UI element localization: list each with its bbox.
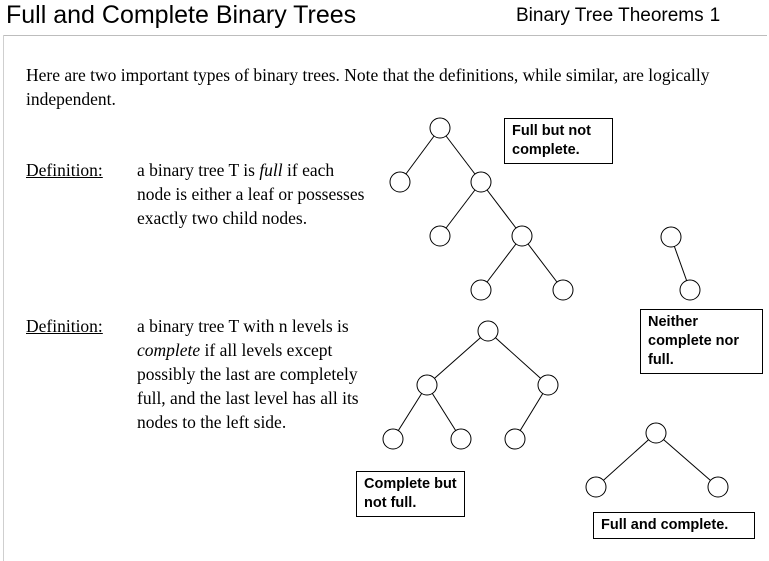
tree-edge: [426, 384, 462, 440]
tree-node: [416, 374, 438, 396]
caption-full-and-complete: Full and complete.: [593, 512, 755, 539]
definition-complete-term: complete: [137, 340, 201, 360]
tree-edges: [392, 127, 719, 488]
tree-edge: [439, 181, 482, 237]
tree-edge: [514, 384, 549, 440]
tree-edge: [392, 384, 428, 440]
definition-complete-text: a binary tree T with n levels is complet…: [137, 314, 372, 434]
tree-node: [470, 279, 492, 301]
tree-edge: [595, 432, 657, 488]
tree-node: [470, 171, 492, 193]
tree-node: [660, 226, 682, 248]
tree-node: [645, 422, 667, 444]
definition-full-label: Definition:: [26, 160, 103, 180]
tree-node: [450, 428, 472, 450]
definition-full-text: a binary tree T is full if each node is …: [137, 158, 372, 230]
caption-neither: Neither complete nor full.: [640, 309, 763, 374]
tree-edge: [426, 330, 489, 386]
definition-full-before: a binary tree T is: [137, 160, 260, 180]
tree-node: [552, 279, 574, 301]
tree-node: [511, 225, 533, 247]
tree-edge: [655, 432, 719, 488]
tree-node: [504, 428, 526, 450]
tree-edge: [439, 127, 482, 183]
definition-full-term: full: [259, 160, 283, 180]
caption-complete-not-full: Complete but not full.: [356, 471, 465, 517]
header-divider: [4, 35, 767, 36]
tree-edge: [480, 181, 523, 237]
tree-node: [585, 476, 607, 498]
tree-edge: [487, 330, 549, 386]
tree-node: [429, 225, 451, 247]
tree-edge: [480, 235, 523, 291]
tree-edge: [521, 235, 564, 291]
page-number: 1: [709, 5, 721, 26]
definition-full-after: if each node is either a leaf or possess…: [137, 160, 365, 228]
left-border: [3, 35, 4, 561]
tree-node: [537, 374, 559, 396]
definition-complete-label: Definition:: [26, 316, 103, 336]
definition-complete-before: a binary tree T with n levels is: [137, 316, 349, 336]
tree-node: [707, 476, 729, 498]
subtitle-text: Binary Tree Theorems: [516, 5, 704, 26]
tree-edge: [399, 127, 441, 183]
tree-nodes: [382, 117, 729, 498]
tree-node: [389, 171, 411, 193]
tree-node: [429, 117, 451, 139]
page-title: Full and Complete Binary Trees: [6, 1, 357, 29]
tree-node: [477, 320, 499, 342]
intro-text: Here are two important types of binary t…: [26, 65, 710, 109]
tree-node: [679, 279, 701, 301]
tree-node: [382, 428, 404, 450]
definition-complete-after: if all levels except possibly the last a…: [137, 340, 359, 432]
caption-full-not-complete: Full but not complete.: [504, 118, 613, 164]
